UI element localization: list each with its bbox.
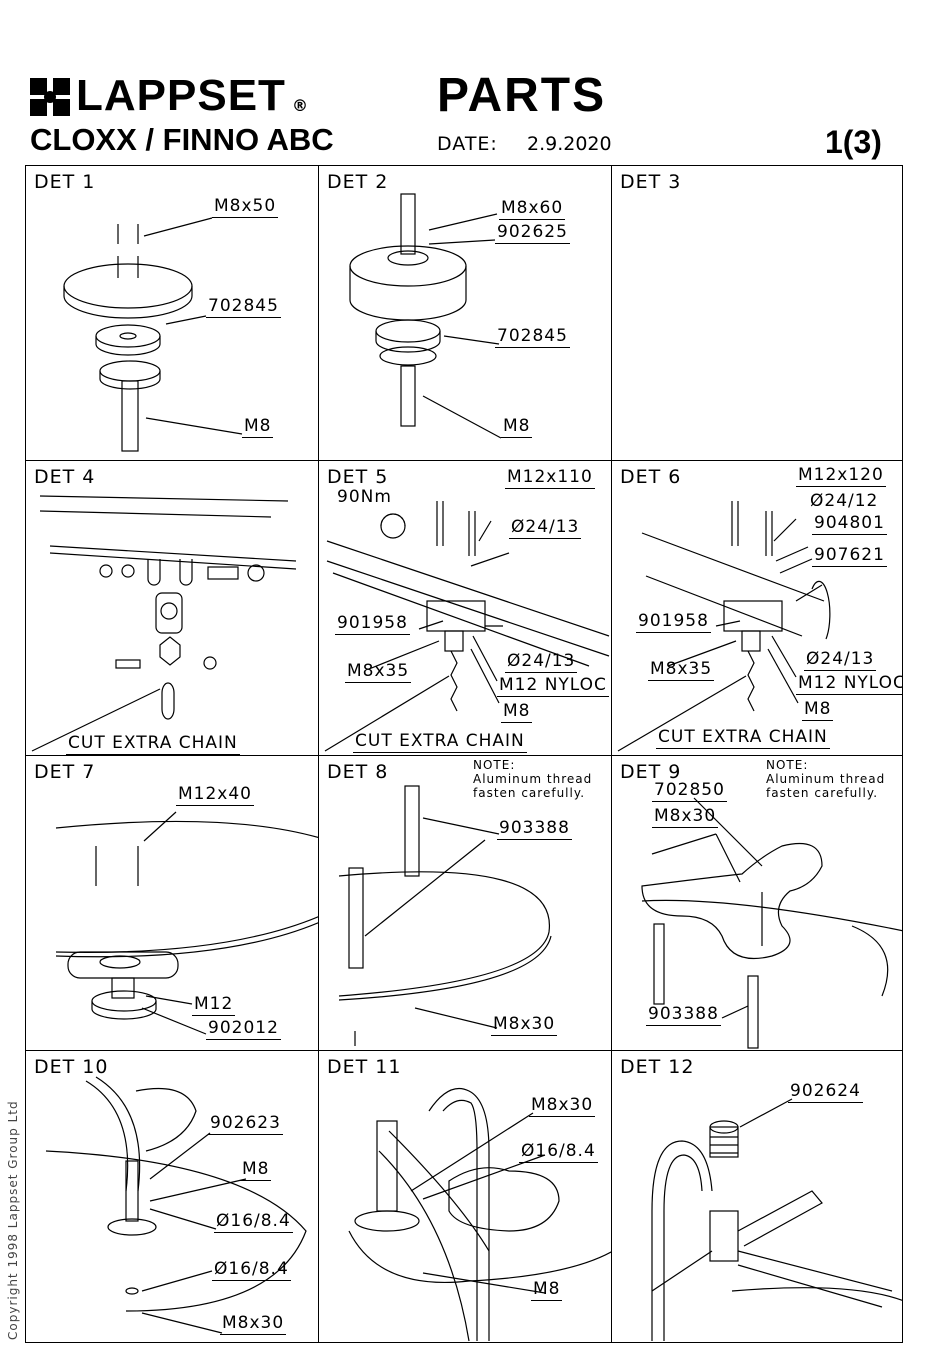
part-label: Ø16/8.4	[214, 1211, 293, 1233]
detail-12-drawing	[651, 1098, 902, 1341]
part-label: M8x30	[652, 806, 719, 828]
detail-7-drawing	[55, 811, 318, 1035]
detail-10-drawing	[45, 1076, 307, 1334]
part-label: M12	[192, 994, 236, 1016]
part-label: M8x30	[491, 1014, 558, 1036]
part-label: M8	[501, 701, 533, 723]
detail-4: DET 4 CUT EXTRA CHAIN	[25, 460, 319, 756]
part-label: M8	[242, 416, 274, 438]
part-label: M8	[531, 1279, 563, 1301]
detail-title: DET 12	[620, 1056, 695, 1078]
part-label: 902625	[495, 222, 570, 244]
part-label: CUT EXTRA CHAIN	[656, 727, 830, 749]
detail-title: DET 9	[620, 761, 682, 783]
registered-mark: ®	[292, 96, 308, 115]
detail-grid: DET 1 M8x50 702845 M8 DET 2	[25, 165, 903, 1343]
part-label: 902623	[208, 1113, 283, 1135]
part-label: M8x30	[220, 1313, 287, 1335]
part-label: Ø16/8.4	[212, 1259, 291, 1281]
detail-1-drawing	[63, 217, 243, 452]
part-label: Ø24/13	[804, 649, 877, 671]
part-label: 901958	[335, 613, 410, 635]
part-label: M12 NYLOC	[796, 673, 902, 695]
part-label: 903388	[497, 818, 572, 840]
part-label: Ø24/13	[505, 651, 578, 673]
part-label: Ø24/13	[509, 517, 582, 539]
detail-title: DET 10	[34, 1056, 109, 1078]
part-label: Ø16/8.4	[519, 1141, 598, 1163]
part-label: 902624	[788, 1081, 863, 1103]
part-label: M8x35	[648, 659, 715, 681]
detail-12: DET 12 902624	[611, 1050, 903, 1343]
detail-9: DET 9 NOTE: Aluminum thread fasten caref…	[611, 755, 903, 1051]
detail-title: DET 4	[34, 466, 96, 488]
part-label: 903388	[646, 1004, 721, 1026]
detail-8-drawing	[338, 785, 552, 1046]
detail-title: DET 8	[327, 761, 389, 783]
date-label: DATE:	[437, 133, 498, 155]
detail-title: DET 11	[327, 1056, 402, 1078]
part-label: 702845	[495, 326, 570, 348]
part-label: M8x60	[499, 198, 566, 220]
part-label: M8	[240, 1159, 272, 1181]
detail-10: DET 10 902623 M8 Ø16/8.4 Ø16/8.4 M8x30	[25, 1050, 319, 1343]
detail-title: DET 2	[327, 171, 389, 193]
note-text: NOTE: Aluminum thread fasten carefully.	[473, 758, 593, 800]
part-label: 90Nm	[337, 487, 392, 507]
page-number: 1(3)	[825, 124, 882, 160]
part-label: M8x50	[212, 196, 279, 218]
detail-title: DET 6	[620, 466, 682, 488]
part-label: CUT EXTRA CHAIN	[353, 731, 527, 753]
detail-title: DET 3	[620, 171, 682, 193]
detail-3: DET 3	[611, 165, 903, 461]
detail-6-drawing	[617, 501, 831, 752]
detail-title: DET 1	[34, 171, 96, 193]
part-label: Ø24/12	[810, 491, 879, 511]
detail-8: DET 8 NOTE: Aluminum thread fasten caref…	[318, 755, 612, 1051]
part-label: M8	[802, 699, 834, 721]
detail-4-drawing	[31, 495, 297, 752]
brand-name: LAPPSET	[76, 71, 286, 120]
part-label: M8x30	[529, 1095, 596, 1117]
detail-6: DET 6 M12x120 Ø24/12 904801 907621 90195…	[611, 460, 903, 756]
detail-7: DET 7 M12x40 M12 902012	[25, 755, 319, 1051]
lappset-logo-icon	[30, 78, 70, 116]
detail-11: DET 11 M8x30 Ø16/8.4 M8	[318, 1050, 612, 1343]
part-label: 901958	[636, 611, 711, 633]
document-type: PARTS	[437, 69, 607, 122]
part-label: 702850	[652, 780, 727, 802]
date-value: 2.9.2020	[527, 133, 612, 155]
detail-9-drawing	[641, 797, 902, 1049]
part-label: M12 NYLOC	[497, 675, 609, 697]
part-label: 904801	[812, 513, 887, 535]
note-text: NOTE: Aluminum thread fasten carefully.	[766, 758, 886, 800]
part-label: M8x35	[345, 661, 412, 683]
detail-11-drawing	[348, 1087, 611, 1342]
detail-5: DET 5 90Nm M12x110 Ø24/13 901958 Ø24/13 …	[318, 460, 612, 756]
part-label: 902012	[206, 1018, 281, 1040]
part-label: M8	[501, 416, 533, 438]
detail-1: DET 1 M8x50 702845 M8	[25, 165, 319, 461]
part-label: 907621	[812, 545, 887, 567]
part-label: CUT EXTRA CHAIN	[66, 733, 240, 755]
detail-2-drawing	[349, 193, 502, 439]
detail-5-drawing	[324, 501, 610, 752]
detail-2: DET 2 M8x60 902625 702845 M8	[318, 165, 612, 461]
detail-title: DET 5	[327, 466, 389, 488]
product-name: CLOXX / FINNO ABC	[30, 122, 334, 157]
part-label: M12x110	[505, 467, 595, 489]
detail-title: DET 7	[34, 761, 96, 783]
part-label: M12x120	[796, 465, 886, 487]
copyright-text: Copyright 1998 Lappset Group Ltd	[6, 1100, 20, 1340]
part-label: 702845	[206, 296, 281, 318]
part-label: M12x40	[176, 784, 254, 806]
